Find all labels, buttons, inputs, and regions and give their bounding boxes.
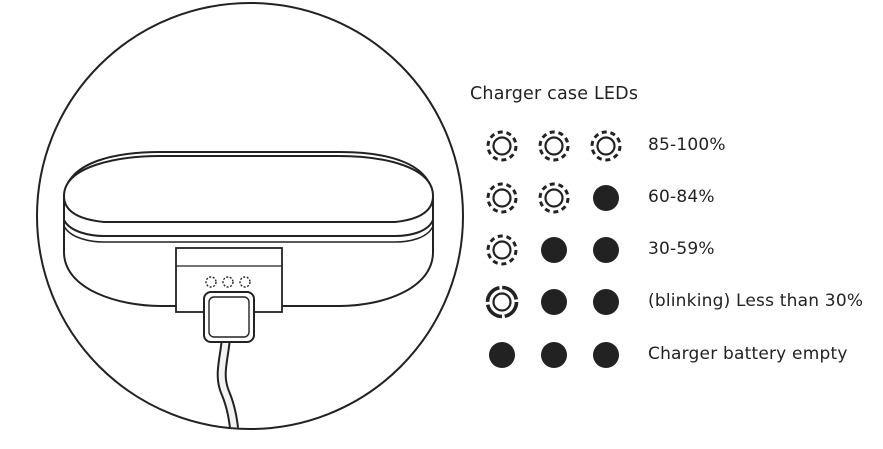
led-off-icon (541, 237, 567, 263)
led-off-icon (489, 342, 515, 368)
case-led-3 (239, 276, 251, 288)
led-off-icon (593, 237, 619, 263)
led-off-icon (593, 289, 619, 315)
case-led-indicators (205, 276, 251, 288)
led-on-icon (538, 130, 570, 162)
legend-row-label: 85-100% (648, 135, 726, 155)
case-led-1 (205, 276, 217, 288)
led-off-icon (541, 342, 567, 368)
case-led-2 (222, 276, 234, 288)
legend-title: Charger case LEDs (470, 84, 639, 104)
legend-row-label: 30-59% (648, 239, 715, 259)
led-row-icons (489, 342, 619, 368)
charger-case (62, 151, 435, 313)
led-off-icon (593, 342, 619, 368)
led-on-icon (590, 130, 622, 162)
legend-row: 85-100% (482, 126, 882, 166)
legend-row: 60-84% (482, 178, 882, 218)
legend-row: (blinking) Less than 30% (482, 282, 882, 322)
led-off-icon (593, 185, 619, 211)
led-on-icon (486, 234, 518, 266)
led-row-icons (485, 285, 619, 319)
legend-row-label: Charger battery empty (648, 344, 848, 364)
led-row-icons (486, 130, 622, 162)
legend-row: Charger battery empty (482, 335, 882, 375)
legend-row: 30-59% (482, 230, 882, 270)
led-off-icon (541, 289, 567, 315)
led-blinking-icon (485, 285, 519, 319)
led-on-icon (538, 182, 570, 214)
case-lid (62, 155, 435, 223)
led-row-icons (486, 182, 619, 214)
legend-row-label: 60-84% (648, 187, 715, 207)
led-row-icons (486, 234, 619, 266)
led-on-icon (486, 130, 518, 162)
led-on-icon (486, 182, 518, 214)
legend-row-label: (blinking) Less than 30% (648, 291, 864, 311)
